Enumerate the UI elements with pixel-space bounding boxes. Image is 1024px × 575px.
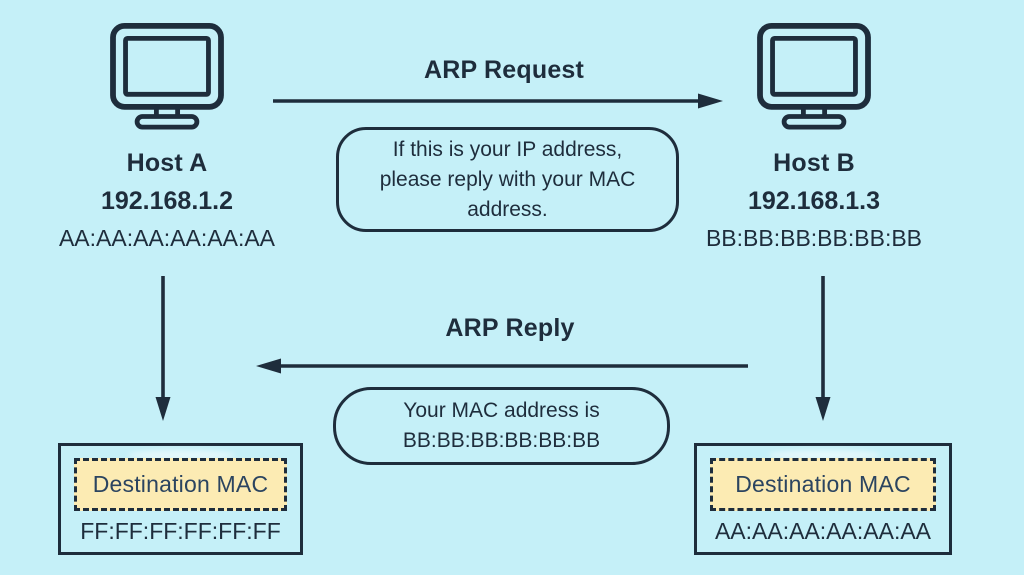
glare-highlight [127, 450, 236, 460]
destination-mac-field: Destination MAC [74, 458, 287, 511]
host-a-ip: 192.168.1.2 [100, 187, 234, 215]
arp-request-label: ARP Request [423, 56, 585, 84]
arp-request-message-line: If this is your IP address, [392, 137, 623, 161]
host-a-mac: AA:AA:AA:AA:AA:AA [58, 225, 276, 251]
host-a-down-arrow [155, 276, 171, 421]
arp-reply-message-line: BB:BB:BB:BB:BB:BB [402, 429, 601, 452]
host-a-name: Host A [126, 149, 208, 177]
arp-reply-arrow [256, 358, 748, 374]
destination-mac-field: Destination MAC [710, 458, 936, 511]
arp-request-message-line: please reply with your MAC [379, 167, 636, 191]
host-b-down-arrow [815, 276, 831, 421]
host-b-name: Host B [773, 149, 855, 177]
host-b-ip: 192.168.1.3 [747, 187, 881, 215]
destination-mac-value: AA:AA:AA:AA:AA:AA [714, 518, 932, 544]
host-a: Host A 192.168.1.2 AA:AA:AA:AA:AA:AA [36, 22, 298, 253]
arp-reply-label: ARP Reply [445, 314, 575, 342]
computer-icon [757, 22, 871, 130]
host-a-arp-table: Destination MAC FF:FF:FF:FF:FF:FF [58, 443, 303, 555]
arp-reply-message-line: Your MAC address is [403, 399, 600, 422]
computer-icon [110, 22, 224, 130]
host-b-mac: BB:BB:BB:BB:BB:BB [705, 225, 923, 251]
arp-request-message-line: address. [467, 197, 548, 221]
arp-reply-message: Your MAC address is BB:BB:BB:BB:BB:BB [333, 387, 670, 465]
arp-request-arrow [273, 93, 723, 109]
host-b: Host B 192.168.1.3 BB:BB:BB:BB:BB:BB [683, 22, 945, 253]
arp-request-message: If this is your IP address, please reply… [336, 127, 679, 232]
glare-highlight [767, 450, 881, 460]
host-b-arp-table: Destination MAC AA:AA:AA:AA:AA:AA [694, 443, 952, 555]
destination-mac-value: FF:FF:FF:FF:FF:FF [80, 518, 281, 544]
